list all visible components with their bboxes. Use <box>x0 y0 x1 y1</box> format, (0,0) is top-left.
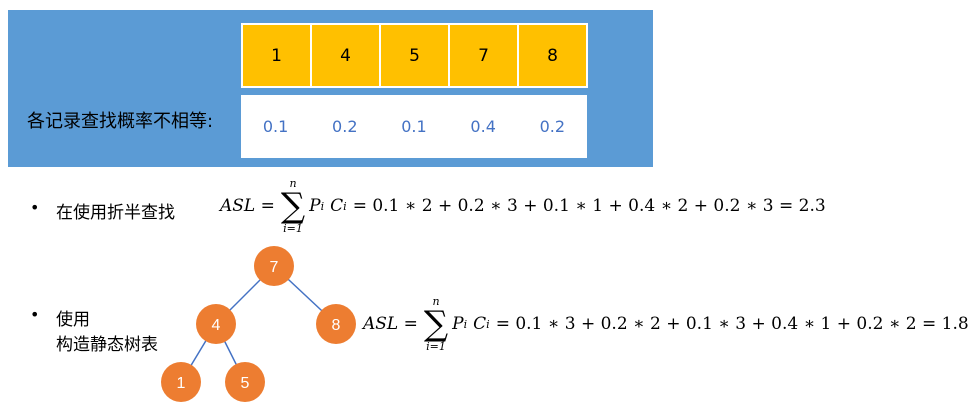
tree-node-left-right: 5 <box>225 362 265 402</box>
c-term: C <box>473 314 487 334</box>
probability-cell-3: 0.1 <box>401 117 427 136</box>
sigma-operator: n ∑ i=1 <box>281 178 305 234</box>
c-subscript: i <box>343 199 347 213</box>
tree-node-right-label: 8 <box>332 317 341 334</box>
formula-rhs: = 0.1 ∗ 2 + 0.2 ∗ 3 + 0.1 ∗ 1 + 0.4 ∗ 2 … <box>352 196 826 216</box>
formula-rhs: = 0.1 ∗ 3 + 0.2 ∗ 2 + 0.1 ∗ 3 + 0.4 ∗ 1 … <box>495 314 969 334</box>
key-cell-1: 1 <box>241 23 312 88</box>
tree-node-left-left: 1 <box>161 362 201 402</box>
key-cell-3: 5 <box>379 23 450 88</box>
tree-node-left-label: 4 <box>212 317 221 334</box>
sigma-upper-limit: n <box>432 295 440 308</box>
probability-cell-2: 0.2 <box>332 117 358 136</box>
equals-sign: = <box>255 196 275 216</box>
static-tree-label-line1: 使用 <box>56 310 90 330</box>
key-cell-2: 4 <box>310 23 381 88</box>
tree-node-left-right-label: 5 <box>241 375 250 392</box>
asl-symbol: ASL <box>220 196 256 216</box>
key-probability-panel: 1 4 5 7 8 各记录查找概率不相等: 0.1 0.2 0.1 0.4 0.… <box>8 10 653 167</box>
equals-sign: = <box>398 314 418 334</box>
asl-symbol: ASL <box>363 314 399 334</box>
probability-label: 各记录查找概率不相等: <box>27 111 214 132</box>
p-subscript: i <box>320 199 325 213</box>
c-subscript: i <box>486 317 490 331</box>
tree-node-left-left-label: 1 <box>177 375 186 392</box>
probability-cell-1: 0.1 <box>262 117 289 136</box>
tree-node-root: 7 <box>254 246 294 286</box>
static-search-tree: 7 4 8 1 5 <box>161 246 356 402</box>
sigma-lower-limit: i=1 <box>426 340 446 353</box>
tree-node-right: 8 <box>316 304 356 344</box>
tree-node-left: 4 <box>196 304 236 344</box>
sigma-lower-limit: i=1 <box>283 222 303 235</box>
key-cell-4: 7 <box>448 23 519 88</box>
c-term: C <box>330 196 344 216</box>
key-row: 1 4 5 7 8 <box>241 23 588 88</box>
static-tree-label-line2: 构造静态树表 <box>56 335 158 355</box>
sigma-glyph: ∑ <box>423 304 449 344</box>
bullet-1: • <box>30 198 40 217</box>
sigma-glyph: ∑ <box>280 186 306 226</box>
p-term: P <box>452 314 464 334</box>
key-cell-5: 8 <box>517 23 588 88</box>
probability-cell-4: 0.4 <box>470 117 496 136</box>
bullet-2: • <box>30 305 40 324</box>
p-term: P <box>309 196 321 216</box>
binary-search-label: 在使用折半查找 <box>56 203 175 223</box>
probability-cell-5: 0.2 <box>539 117 566 136</box>
sigma-operator: n ∑ i=1 <box>424 296 448 352</box>
probability-row: 0.1 0.2 0.1 0.4 0.2 <box>241 95 587 158</box>
p-subscript: i <box>463 317 468 331</box>
tree-node-root-label: 7 <box>270 259 279 276</box>
sigma-upper-limit: n <box>289 177 297 190</box>
